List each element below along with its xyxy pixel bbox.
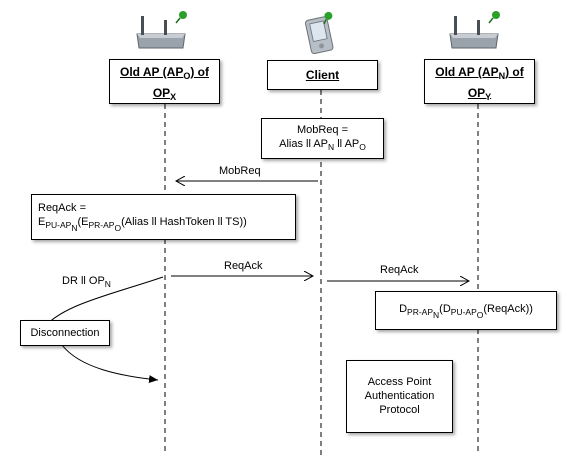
reqack-definition-note: ReqAck = EPU-APN(EPR-APO(Alias ll HashTo… xyxy=(31,194,296,240)
reqack-label-1: ReqAck xyxy=(224,260,263,272)
wifi-router-icon xyxy=(136,11,187,49)
dr-label: DR ll OPN xyxy=(62,275,111,289)
mobreq-definition-note: MobReq = Alias ll APN ll APO xyxy=(261,118,384,159)
participant-old-ap-y: Old AP (APN) of OPY xyxy=(424,59,535,104)
pin-icon xyxy=(324,11,333,20)
participant-old-ap-x: Old AP (APO) of OPX xyxy=(109,59,220,104)
mobreq-label: MobReq xyxy=(219,165,261,177)
pin-icon xyxy=(492,11,500,19)
disconnection-arrow xyxy=(61,344,159,384)
pda-icon xyxy=(304,11,334,55)
participant-client: Client xyxy=(267,60,378,90)
reqack-label-2: ReqAck xyxy=(380,264,419,276)
wifi-router-icon xyxy=(449,11,500,49)
protocol-title-box: Access Point Authentication Protocol xyxy=(346,360,453,433)
decrypt-note: DPR-APN(DPU-APO(ReqAck)) xyxy=(375,291,557,330)
disconnection-note: Disconnection xyxy=(20,320,110,346)
pin-icon xyxy=(179,11,187,19)
